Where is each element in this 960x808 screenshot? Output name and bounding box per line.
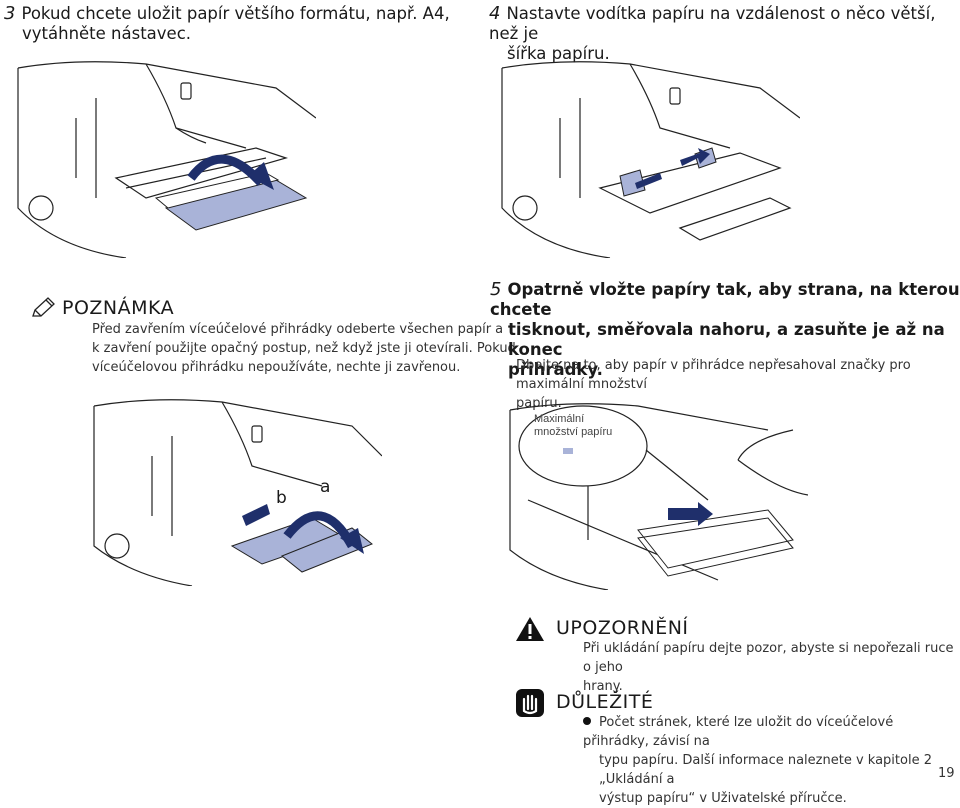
caution-line2: hrany. bbox=[583, 679, 623, 694]
callout-line1: Maximální bbox=[534, 413, 585, 425]
printer-extend-tray-illustration bbox=[17, 61, 316, 258]
caution-line1: Při ukládání papíru dejte pozor, abyste … bbox=[583, 641, 954, 675]
pencil-note-icon bbox=[32, 297, 55, 317]
label-b: b bbox=[276, 488, 287, 508]
step-5-sub1: Dbejte na to, aby papír v přihrádce nepř… bbox=[516, 358, 911, 392]
printer-close-tray-illustration bbox=[93, 399, 382, 586]
label-a: a bbox=[320, 477, 331, 497]
step-3-line1: Pokud chcete uložit papír většího formát… bbox=[21, 4, 450, 23]
warning-triangle-icon bbox=[516, 617, 544, 641]
note-line: víceúčelovou přihrádku nepoužíváte, nech… bbox=[92, 360, 461, 375]
caution-title: UPOZORNĚNÍ bbox=[556, 617, 689, 639]
note-body: Před zavřením víceúčelové přihrádky odeb… bbox=[92, 320, 516, 377]
note-title: POZNÁMKA bbox=[62, 297, 175, 319]
important-title: DŮLEŽITÉ bbox=[556, 691, 654, 713]
step-4-line2: šířka papíru. bbox=[507, 44, 610, 63]
note-line: k zavření použijte opačný postup, než kd… bbox=[92, 341, 516, 356]
bullet-icon bbox=[583, 717, 591, 725]
step-3: 3 Pokud chcete uložit papír většího formá… bbox=[4, 4, 450, 44]
step-3-line2: vytáhněte nástavec. bbox=[22, 24, 192, 43]
step-4-line1: Nastavte vodítka papíru na vzdálenost o … bbox=[489, 4, 936, 43]
step-5-line3: přihrádky. bbox=[508, 360, 603, 379]
page-number: 19 bbox=[938, 766, 955, 781]
callout-line2: množství papíru bbox=[534, 426, 613, 438]
step-number: 5 bbox=[490, 279, 502, 300]
important-line1: Počet stránek, které lze uložit do víceú… bbox=[583, 715, 894, 749]
step-5-line1: Opatrně vložte papíry tak, aby strana, n… bbox=[490, 280, 960, 319]
important-body: Počet stránek, které lze uložit do víceú… bbox=[583, 713, 960, 808]
step-number: 4 bbox=[489, 3, 501, 24]
important-line3: výstup papíru“ v Uživatelské příručce. bbox=[599, 791, 847, 806]
printer-paper-guides-illustration bbox=[501, 61, 800, 258]
step-5-detail: Dbejte na to, aby papír v přihrádce nepř… bbox=[516, 356, 960, 413]
max-paper-callout: Maximální množství papíru bbox=[534, 413, 612, 439]
printer-load-paper-illustration bbox=[509, 403, 808, 590]
step-number: 3 bbox=[4, 3, 16, 24]
note-line: Před zavřením víceúčelové přihrádky odeb… bbox=[92, 322, 504, 337]
stop-hand-icon bbox=[516, 689, 544, 717]
caution-body: Při ukládání papíru dejte pozor, abyste … bbox=[583, 639, 960, 696]
step-5-line2: tisknout, směřovala nahoru, a zasuňte je… bbox=[508, 320, 945, 359]
important-line2: typu papíru. Další informace naleznete v… bbox=[599, 753, 932, 787]
